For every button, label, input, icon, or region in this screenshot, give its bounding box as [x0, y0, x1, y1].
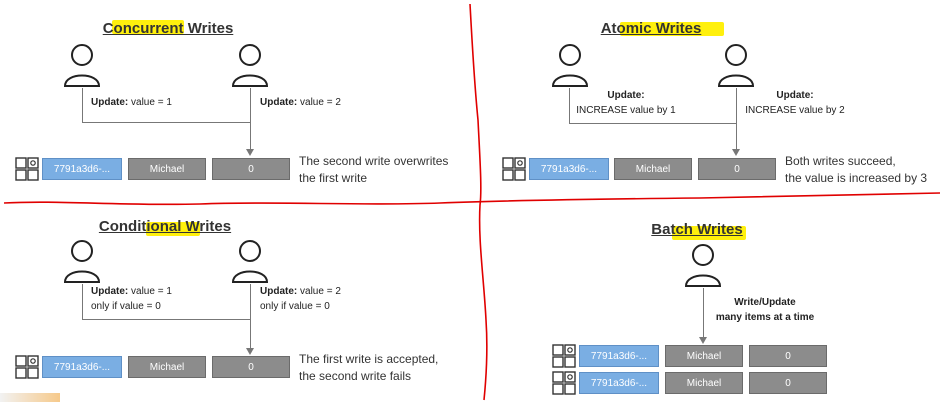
user-icon [717, 44, 755, 87]
connector-line [569, 88, 570, 124]
arrow-head [246, 348, 254, 355]
title-highlight [672, 226, 746, 240]
key-cell: 7791a3d6-... [529, 158, 609, 180]
name-cell: Michael [128, 356, 206, 378]
atomic-title: Atomic Writes [600, 20, 702, 37]
value-cell: 0 [698, 158, 776, 180]
update-label-2: Update: value = 2 only if value = 0 [260, 286, 341, 312]
connector-line [736, 88, 737, 151]
concurrent-title: Concurrent Writes [102, 20, 234, 37]
table-icon [552, 371, 576, 395]
name-cell: Michael [665, 345, 743, 367]
connector-line [250, 284, 251, 350]
decorative-stripe [0, 393, 60, 402]
key-cell: 7791a3d6-... [579, 372, 659, 394]
key-cell: 7791a3d6-... [42, 356, 122, 378]
name-cell: Michael [128, 158, 206, 180]
name-cell: Michael [665, 372, 743, 394]
update-label-2: Update: INCREASE value by 2 [745, 90, 845, 116]
update-label-1: Update: value = 1 only if value = 0 [91, 286, 172, 312]
user-icon [231, 44, 269, 87]
key-cell: 7791a3d6-... [42, 158, 122, 180]
conditional-title: Conditional Writes [98, 218, 232, 235]
value-cell: 0 [212, 356, 290, 378]
user-icon [231, 240, 269, 283]
connector-line [82, 284, 83, 320]
value-cell: 0 [749, 372, 827, 394]
value-cell: 0 [212, 158, 290, 180]
description: The first write is accepted, the second … [299, 352, 439, 383]
user-icon [684, 244, 722, 287]
vertical-divider [469, 3, 488, 401]
description: The second write overwrites the first wr… [299, 154, 449, 185]
update-label-1: Update: INCREASE value by 1 [576, 90, 676, 116]
value-cell: 0 [749, 345, 827, 367]
connector-line [82, 88, 83, 123]
key-cell: 7791a3d6-... [579, 345, 659, 367]
title-highlight [112, 20, 184, 34]
arrow-head [732, 149, 740, 156]
name-cell: Michael [614, 158, 692, 180]
table-icon [15, 157, 39, 181]
batch-update-label: Write/Update many items at a time [715, 297, 815, 323]
table-icon [502, 157, 526, 181]
connector-line [82, 122, 250, 123]
title-highlight [146, 222, 200, 236]
user-icon [63, 44, 101, 87]
update-label-2: Update: value = 2 [260, 97, 341, 108]
connector-line [703, 288, 704, 338]
user-icon [551, 44, 589, 87]
description: Both writes succeed, the value is increa… [785, 154, 928, 185]
user-icon [63, 240, 101, 283]
arrow-head [699, 337, 707, 344]
batch-title: Batch Writes [651, 221, 743, 238]
connector-line [569, 123, 736, 124]
connector-line [250, 88, 251, 151]
arrow-head [246, 149, 254, 156]
title-highlight [620, 22, 724, 36]
table-icon [552, 344, 576, 368]
connector-line [82, 319, 250, 320]
update-label-1: Update: value = 1 [91, 97, 172, 108]
horizontal-divider [3, 192, 941, 206]
table-icon [15, 355, 39, 379]
